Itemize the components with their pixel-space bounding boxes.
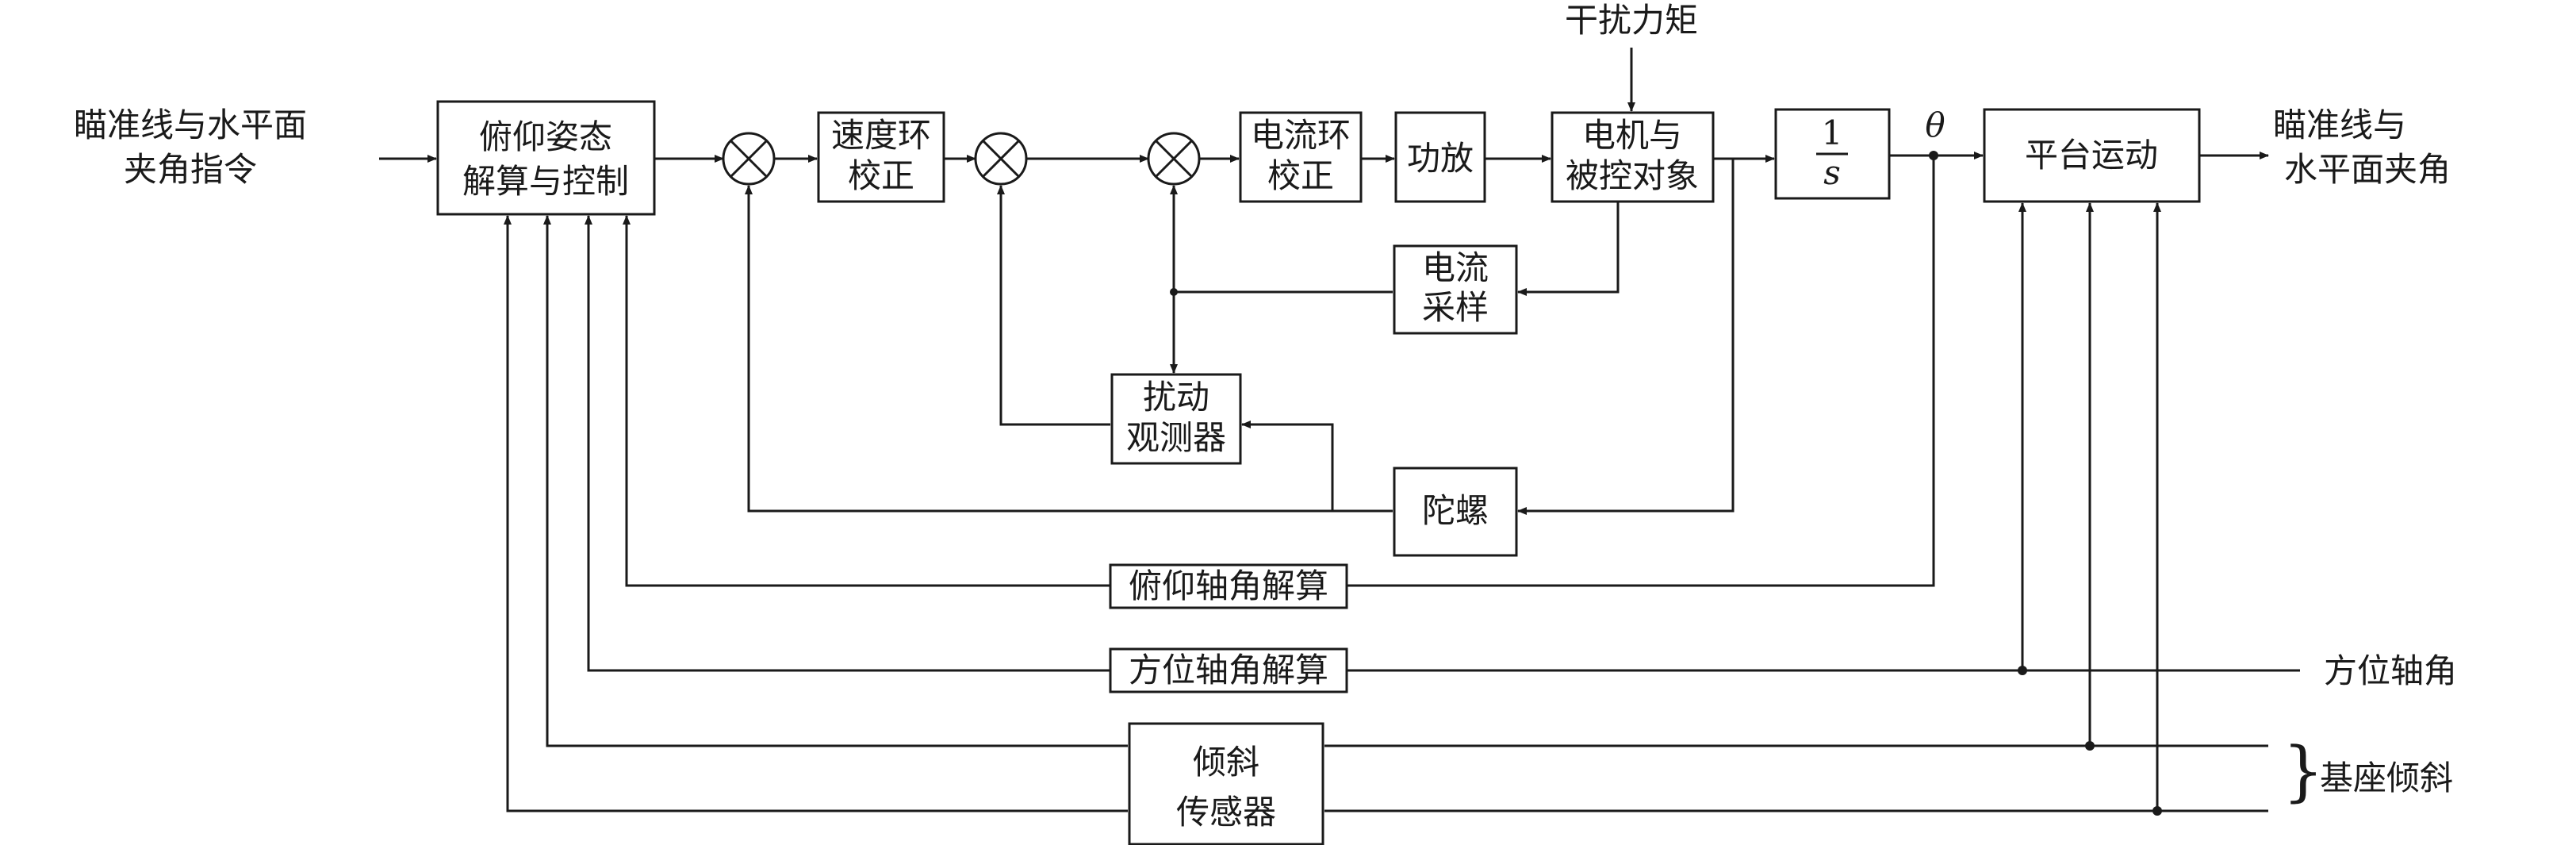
block-dist-observer-line2: 观测器 xyxy=(1126,418,1226,457)
block-attitude-ctrl: 俯仰姿态 解算与控制 xyxy=(436,100,656,216)
block-motor-line1: 电机与 xyxy=(1582,116,1682,155)
block-speed-corr-line1: 速度环 xyxy=(831,116,931,155)
block-platform-label: 平台运动 xyxy=(2025,136,2158,175)
theta-label: θ xyxy=(1925,106,1945,144)
block-azimuth-solve: 方位轴角解算 xyxy=(1109,647,1348,693)
block-current-corr-line1: 电流环 xyxy=(1251,116,1351,155)
block-motor: 电机与 被控对象 xyxy=(1551,111,1715,203)
block-dist-observer: 扰动 观测器 xyxy=(1110,373,1242,465)
block-platform: 平台运动 xyxy=(1983,108,2201,203)
output-label-line2: 水平面夹角 xyxy=(2284,150,2451,189)
block-dist-observer-line1: 扰动 xyxy=(1143,378,1209,417)
block-current-corr-line2: 校正 xyxy=(1267,156,1334,195)
block-tilt-sensor-line1: 倾斜 xyxy=(1193,743,1259,782)
block-tilt-sensor: 倾斜 传感器 xyxy=(1128,722,1324,845)
block-speed-corr-line2: 校正 xyxy=(848,156,914,195)
summing-junction-3 xyxy=(1147,132,1201,186)
summing-junction-2 xyxy=(974,132,1028,186)
integrator-denominator: s xyxy=(1823,153,1841,192)
block-pitch-solve-label: 俯仰轴角解算 xyxy=(1129,567,1328,605)
block-current-sample-line1: 电流 xyxy=(1422,248,1489,287)
block-motor-line2: 被控对象 xyxy=(1566,156,1699,195)
block-speed-corr: 速度环 校正 xyxy=(817,111,945,203)
junction-dots xyxy=(1170,151,2162,816)
block-gyro: 陀螺 xyxy=(1393,467,1518,557)
azimuth-angle-label: 方位轴角 xyxy=(2324,651,2457,690)
base-tilt-label: 基座倾斜 xyxy=(2320,759,2453,797)
block-attitude-ctrl-line2: 解算与控制 xyxy=(462,162,629,201)
base-tilt-brace: } xyxy=(2283,734,2324,809)
disturbance-torque-label: 干扰力矩 xyxy=(1565,1,1698,40)
block-amp-label: 功放 xyxy=(1407,139,1474,178)
input-label-line1: 瞄准线与水平面 xyxy=(74,106,307,144)
integrator-numerator: 1 xyxy=(1822,113,1843,152)
block-gyro-label: 陀螺 xyxy=(1422,491,1489,530)
block-amp: 功放 xyxy=(1394,111,1486,203)
block-azimuth-solve-label: 方位轴角解算 xyxy=(1129,651,1328,689)
output-label-line1: 瞄准线与 xyxy=(2273,106,2406,144)
block-tilt-sensor-line2: 传感器 xyxy=(1176,793,1276,832)
block-current-sample-line2: 采样 xyxy=(1422,288,1489,327)
block-pitch-solve: 俯仰轴角解算 xyxy=(1109,563,1348,609)
summing-junction-1 xyxy=(722,132,776,186)
block-integrator: 1 s xyxy=(1774,108,1891,200)
block-current-corr: 电流环 校正 xyxy=(1239,111,1363,203)
block-attitude-ctrl-line1: 俯仰姿态 xyxy=(479,117,612,156)
input-label-line2: 夹角指令 xyxy=(124,150,257,189)
block-current-sample: 电流 采样 xyxy=(1393,244,1518,335)
